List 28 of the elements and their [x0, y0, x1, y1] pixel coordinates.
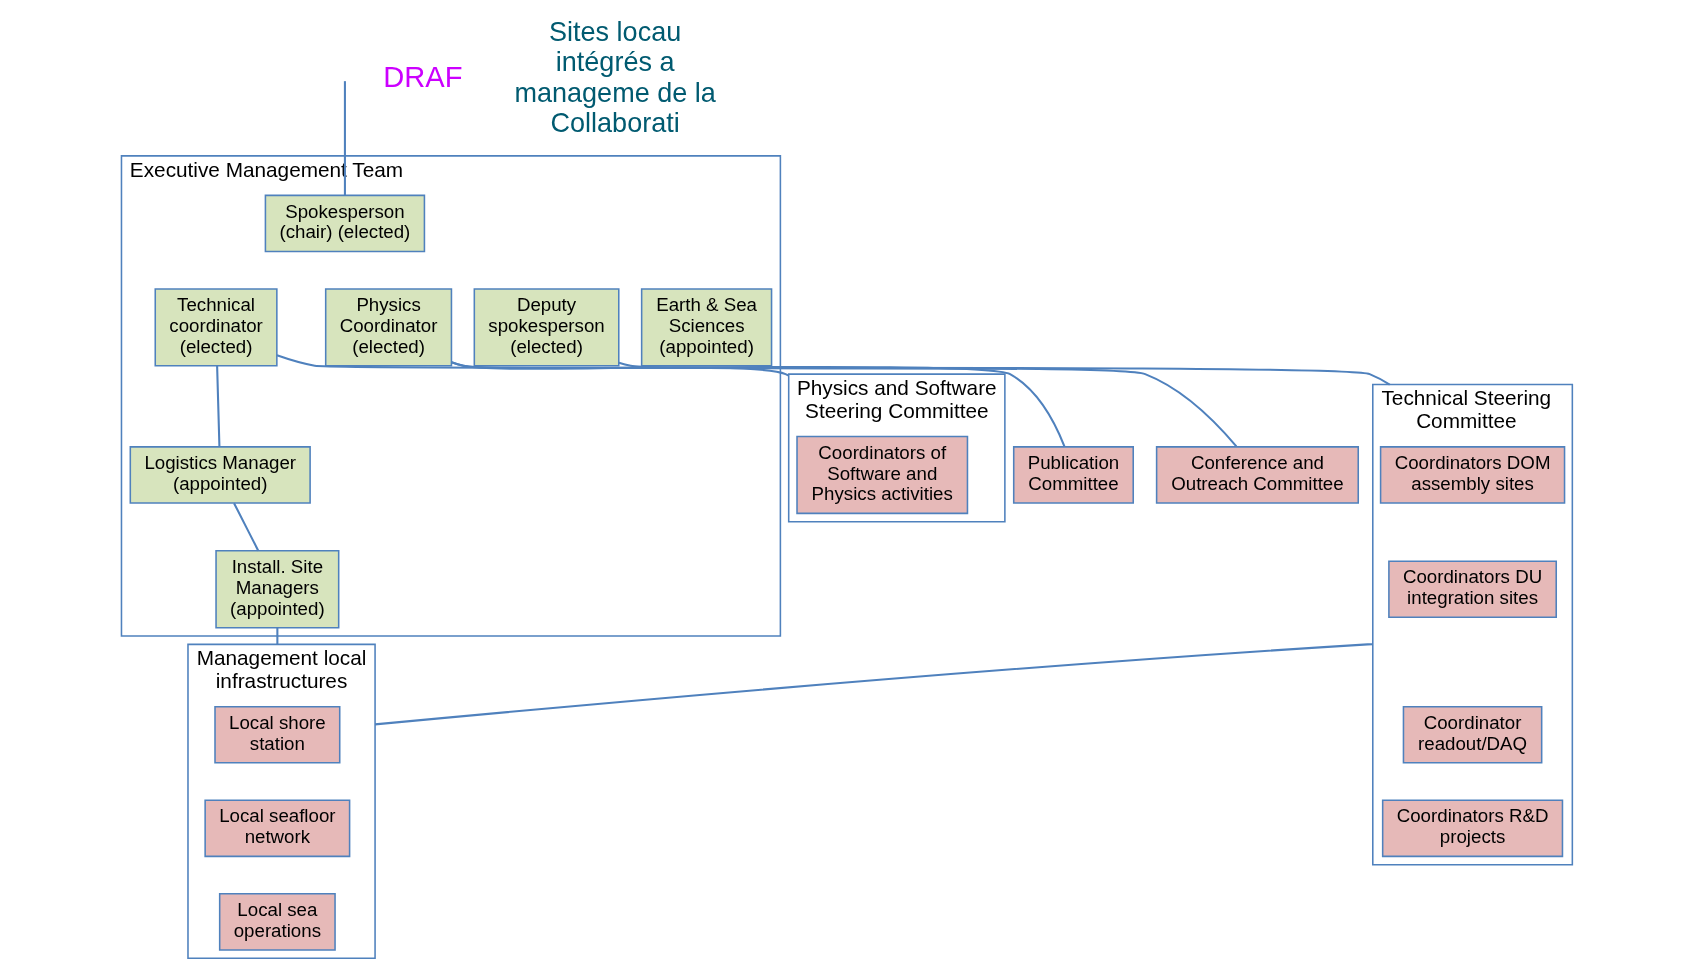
node-box: Logistics Manager (appointed): [129, 446, 311, 504]
node-box: Conference and Outreach Committee: [1155, 446, 1359, 504]
connector: [216, 365, 221, 447]
node-box: Local shore station: [214, 705, 341, 764]
node-box: Install. Site Managers (appointed): [215, 550, 340, 629]
node-box: Publication Committee: [1012, 446, 1134, 504]
node-box: Deputy spokesperson (elected): [473, 288, 620, 367]
node-box: Coordinators of Software and Physics activities: [796, 435, 969, 515]
connector: [233, 502, 260, 552]
connector: [276, 354, 1391, 386]
node-box: Spokesperson (chair) (elected): [264, 194, 426, 253]
label: DRAF: [383, 61, 463, 94]
connector: [374, 643, 1373, 726]
node-box: Earth & Sea Sciences (appointed): [640, 288, 773, 367]
connector: [343, 81, 346, 196]
connector: [451, 361, 1066, 448]
node-box: Local sea operations: [218, 893, 336, 951]
connector: [618, 361, 1238, 448]
node-box: Coordinators DOM assembly sites: [1379, 446, 1566, 504]
node-box: Local seafloor network: [204, 799, 351, 858]
connector: [451, 361, 790, 377]
node-box: Technical coordinator (elected): [154, 288, 278, 367]
connector: [276, 628, 279, 645]
node-box: Coordinator readout/DAQ: [1402, 705, 1543, 764]
node-box: Physics Coordinator (elected): [324, 288, 453, 367]
node-box: Coordinators R&D projects: [1381, 799, 1564, 858]
node-box: Coordinators DU integration sites: [1388, 560, 1557, 619]
label: Sites locau intégrés a manageme de la Collaborati: [514, 17, 716, 138]
